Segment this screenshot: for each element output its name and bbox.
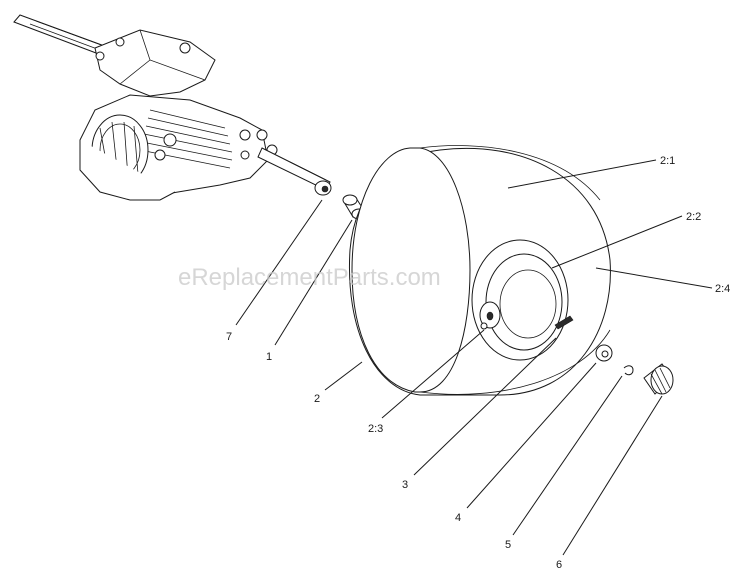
leader-2-3 — [381, 329, 485, 419]
leader-3 — [413, 337, 557, 476]
wheel-tire-assembly — [348, 145, 611, 396]
leader-7 — [235, 199, 323, 326]
callout-1: 1 — [266, 351, 272, 363]
callout-7: 7 — [226, 331, 232, 343]
retaining-ring-part — [623, 365, 634, 376]
leader-2-2 — [551, 215, 683, 269]
callout-2-2: 2:2 — [686, 211, 701, 223]
leader-2-4 — [595, 267, 713, 289]
hub-cap-part — [643, 363, 674, 395]
leader-4 — [466, 362, 597, 509]
leader-6 — [562, 395, 663, 556]
leader-2-1 — [507, 159, 657, 189]
washer-part — [595, 344, 613, 362]
callout-5: 5 — [505, 539, 511, 551]
leader-lines — [235, 159, 713, 556]
callout-labels: 2:1 2:2 2:4 7 1 2 2:3 3 4 5 6 — [226, 155, 730, 571]
leader-5 — [512, 375, 623, 536]
transaxle-assembly — [13, 14, 332, 201]
callout-2-4: 2:4 — [715, 283, 730, 295]
leader-2 — [324, 361, 363, 391]
callout-2-1: 2:1 — [660, 155, 675, 167]
watermark-text: eReplacementParts.com — [178, 264, 441, 291]
callout-2: 2 — [314, 393, 320, 405]
callout-3: 3 — [402, 479, 408, 491]
callout-4: 4 — [455, 512, 461, 524]
leader-1 — [274, 219, 353, 346]
callout-6: 6 — [556, 559, 562, 571]
spring-pin-part — [554, 315, 574, 330]
callout-2-3: 2:3 — [368, 423, 383, 435]
